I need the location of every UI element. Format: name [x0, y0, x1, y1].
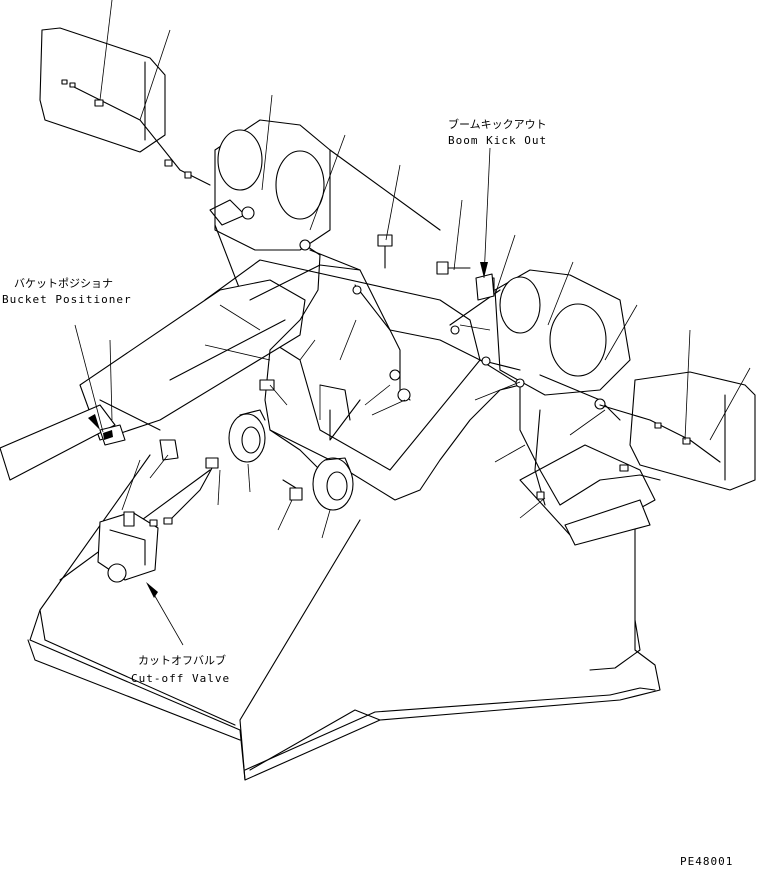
cut-off-valve: [97, 511, 159, 583]
loader-frame: [27, 259, 661, 781]
right-boom-pivot: [494, 269, 631, 421]
leader-lines: [74, 0, 751, 646]
cutoff-valve-label-en: Cut-off Valve: [131, 672, 230, 685]
drawing-number: PE48001: [680, 855, 733, 868]
arrow-head-bucket-positioner: [88, 414, 100, 430]
boom-kick-out-label-jp: ブームキックアウト: [448, 117, 547, 131]
bucket-positioner-label-jp: バケットポジショナ: [14, 277, 113, 290]
bucket-positioner-sensor: [99, 424, 126, 446]
horn-right: [312, 457, 354, 511]
arrow-head-cutoff-valve: [146, 582, 158, 598]
left-work-lamp: [39, 27, 211, 186]
boom-kick-out-sensor: [475, 273, 495, 301]
arrow-head-boom-kick-out: [480, 262, 488, 278]
boom-kick-out-label-en: Boom Kick Out: [448, 134, 547, 147]
cutoff-valve-label-jp: カットオフバルブ: [138, 653, 226, 667]
switch-assembly: [163, 457, 219, 525]
horn-left: [228, 409, 266, 463]
right-work-lamp: [599, 371, 756, 491]
bucket-positioner-label-en: Bucket Positioner: [2, 293, 132, 306]
left-boom-pivot: [209, 119, 441, 291]
wiring-harness: [264, 239, 661, 506]
